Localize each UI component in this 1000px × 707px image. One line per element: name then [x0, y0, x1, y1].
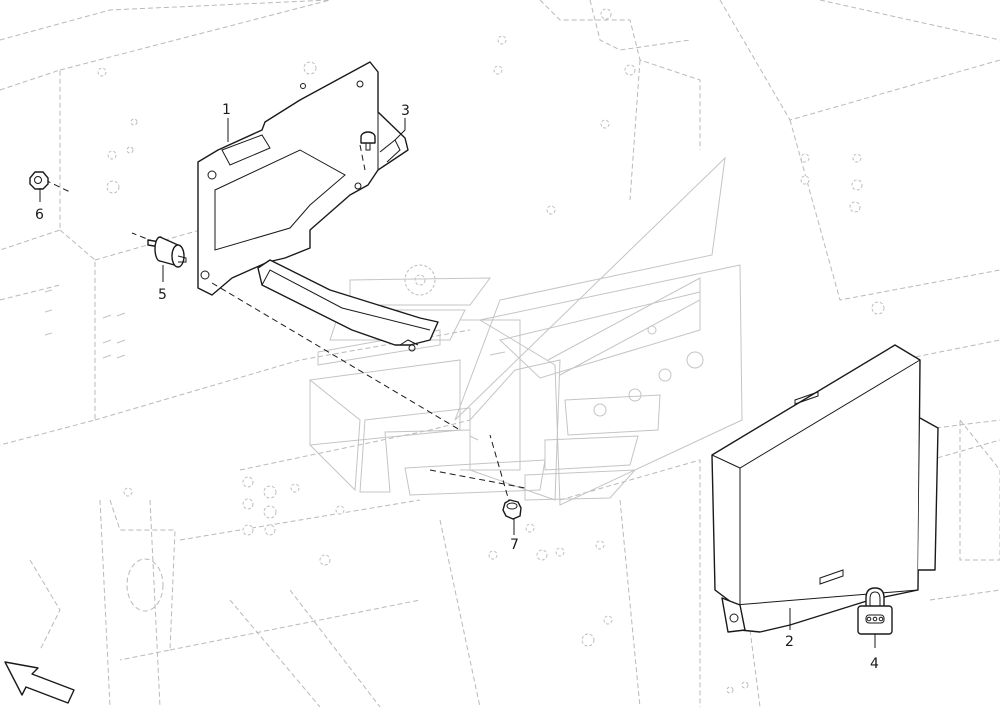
callout-3: 3 — [401, 103, 410, 119]
leader-lines — [39, 118, 876, 648]
arrow-icon — [4, 661, 75, 704]
part-3-bolt — [360, 131, 376, 151]
callout-labels: 1 2 3 4 5 6 7 — [35, 102, 879, 672]
part-5-rubber-mount — [147, 236, 187, 268]
background-holes — [97, 8, 885, 694]
callout-7: 7 — [510, 537, 519, 553]
callout-6: 6 — [35, 207, 44, 223]
ghost-enclosure — [309, 156, 743, 506]
background-slots — [44, 289, 126, 359]
callout-2: 2 — [785, 634, 794, 650]
callout-5: 5 — [158, 287, 167, 303]
callout-1: 1 — [222, 102, 231, 118]
part-7-nut — [502, 499, 522, 520]
part-6-nut — [29, 171, 49, 190]
part-1-mounting-bracket — [197, 61, 439, 352]
part-2-cover — [711, 344, 939, 633]
callout-4: 4 — [870, 656, 879, 672]
